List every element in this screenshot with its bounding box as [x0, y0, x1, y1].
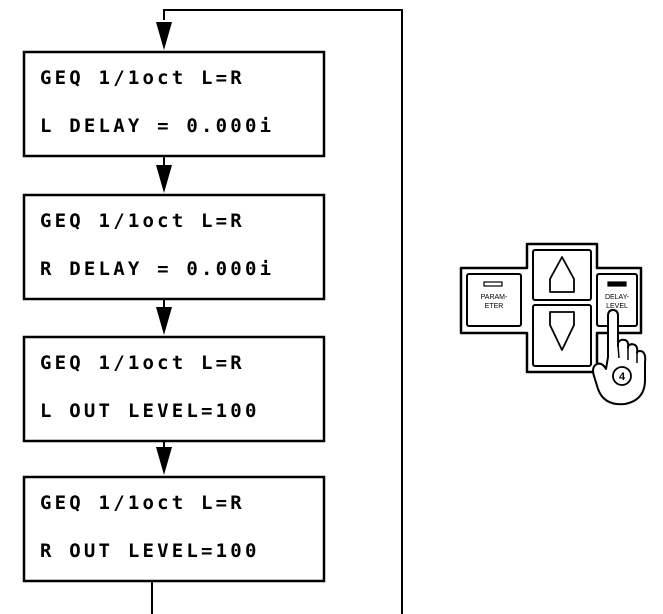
- up-button[interactable]: [532, 249, 592, 301]
- lcd-screen-3-line-1: GEQ 1/1oct L=R: [40, 352, 245, 374]
- step-number: 4: [619, 371, 626, 383]
- lcd-screen-3-line-2: L OUT LEVEL=100: [40, 400, 260, 422]
- lcd-screen-2-line-2: R DELAY = 0.000i: [40, 258, 274, 280]
- lcd-screen-4-line-2: R OUT LEVEL=100: [40, 540, 260, 562]
- lcd-screen-2-line-1: GEQ 1/1oct L=R: [40, 210, 245, 232]
- arrow-into-screen-1: [156, 22, 172, 50]
- parameter-button-label-2: ETER: [485, 303, 504, 310]
- parameter-button-label-1: PARAM-: [481, 294, 508, 301]
- lcd-screen-1: GEQ 1/1oct L=R L DELAY = 0.000i: [22, 50, 326, 158]
- delay-level-button-label-1: DELAY-: [605, 294, 630, 301]
- button-panel: PARAM- ETER DELAY- LEVEL 4: [459, 242, 647, 406]
- down-button[interactable]: [532, 304, 592, 367]
- lcd-screen-1-line-2: L DELAY = 0.000i: [40, 115, 274, 137]
- step-number-circle: [612, 366, 632, 386]
- down-triangle-icon: [549, 311, 575, 351]
- lcd-screen-4: GEQ 1/1oct L=R R OUT LEVEL=100: [22, 475, 326, 583]
- lcd-screen-4-line-1: GEQ 1/1oct L=R: [40, 492, 245, 514]
- parameter-led: [483, 281, 503, 287]
- delay-level-button-label-2: LEVEL: [606, 303, 628, 310]
- arrow-into-screen-3: [156, 307, 172, 335]
- parameter-button[interactable]: PARAM- ETER: [466, 273, 522, 327]
- arrow-into-screen-2: [156, 165, 172, 193]
- lcd-screen-2: GEQ 1/1oct L=R R DELAY = 0.000i: [22, 193, 326, 301]
- lcd-screen-3: GEQ 1/1oct L=R L OUT LEVEL=100: [22, 335, 326, 443]
- pointing-hand-icon: 4: [592, 309, 647, 406]
- delay-level-led: [607, 281, 627, 287]
- arrow-into-screen-4: [156, 447, 172, 475]
- lcd-screen-1-line-1: GEQ 1/1oct L=R: [40, 67, 245, 89]
- up-triangle-icon: [549, 256, 575, 293]
